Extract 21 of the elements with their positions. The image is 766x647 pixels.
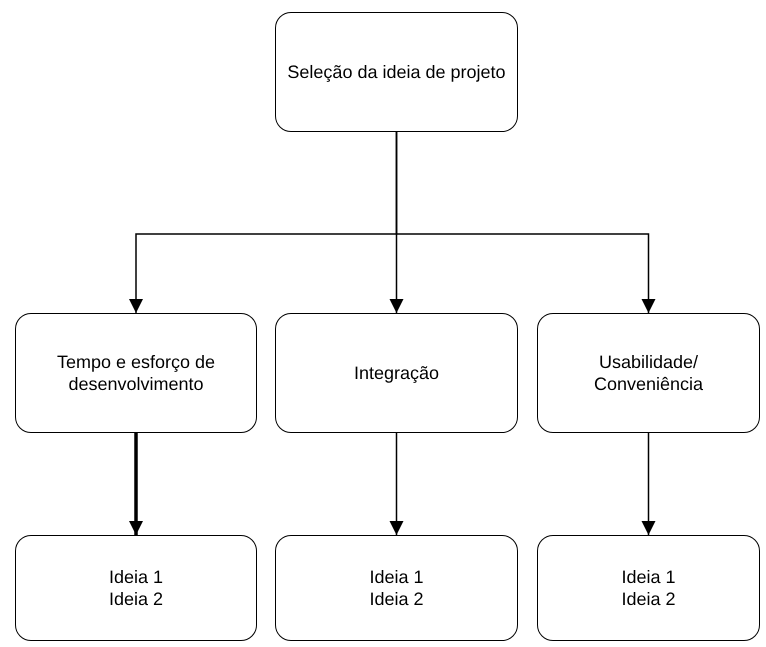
box-label: Integração (354, 362, 440, 384)
arrow (390, 433, 404, 535)
arrow (642, 433, 656, 535)
box-label: Ideia 2 (621, 588, 676, 610)
process-box (275, 313, 518, 433)
process-box (537, 313, 760, 433)
process-box (275, 12, 518, 132)
box-label: Ideia 2 (108, 588, 164, 610)
arrow (396, 132, 656, 313)
box-label: Seleção da ideia de projeto (287, 60, 506, 84)
box-label: Tempo e esforço de desenvolvimento (56, 350, 216, 396)
box-label: Ideia 1 (369, 566, 424, 588)
box-label: Ideia 1 (621, 566, 676, 588)
box-label: Usabilidade/ Conveniência (592, 350, 704, 396)
arrow (129, 433, 143, 535)
box-label: Ideia 1 (108, 566, 164, 588)
process-box (15, 535, 257, 641)
process-box (537, 535, 760, 641)
box-label: Ideia 2 (369, 588, 424, 610)
process-box (275, 535, 518, 641)
process-box (15, 313, 257, 433)
